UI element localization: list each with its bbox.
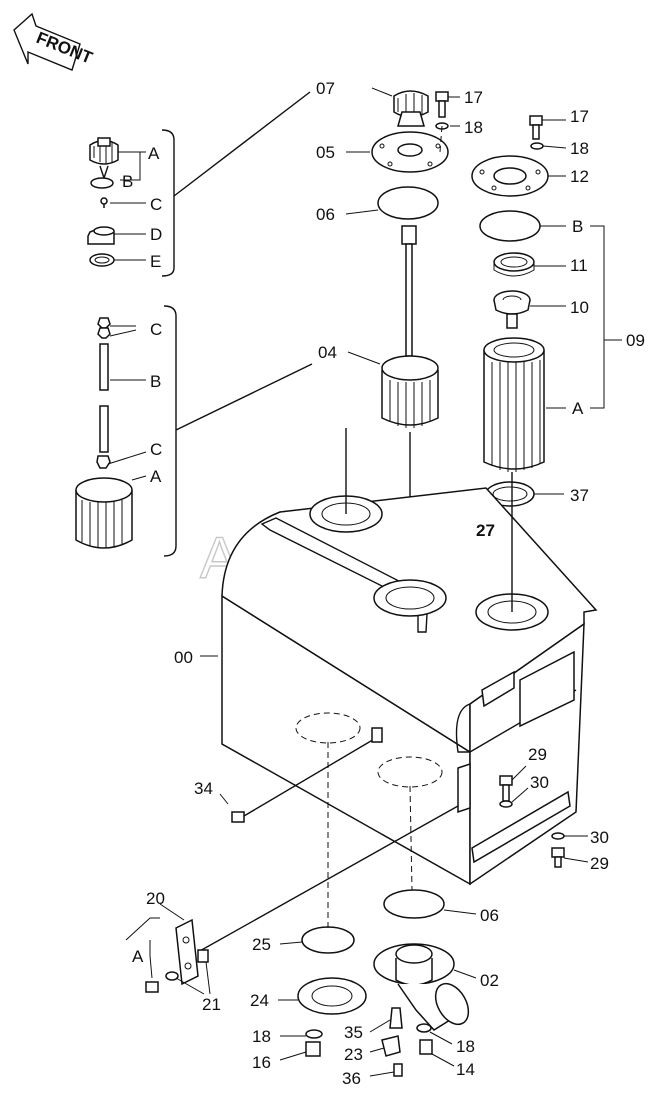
part-30-washer-lower [551, 832, 588, 840]
callout-30: 30 [530, 773, 549, 792]
callout-35: 35 [344, 1023, 363, 1042]
callout-11: 11 [570, 256, 588, 275]
callout-27: 27 [476, 521, 495, 540]
key-B: B [150, 372, 161, 391]
part-24-flange [278, 977, 367, 1015]
part-10-valve [493, 290, 566, 329]
callout-25: 25 [252, 935, 271, 954]
part-36-plug [369, 1063, 403, 1077]
key-A: A [150, 467, 162, 486]
key-C: C [150, 440, 162, 459]
key-C: C [150, 195, 162, 214]
part-B-gasket [479, 210, 566, 242]
key-E: E [150, 252, 161, 271]
callout-18: 18 [464, 118, 483, 137]
callout-17: 17 [464, 88, 483, 107]
callout-18: 18 [252, 1027, 271, 1046]
callout-labels: 07 17 18 17 18 12 05 06 B 11 10 09 04 A … [122, 79, 645, 1088]
part-21-washer-bolt [145, 949, 211, 995]
part-17-bolt-right [529, 115, 566, 140]
detail-07-breather [87, 91, 311, 277]
key-A: A [148, 144, 160, 163]
part-02-suction-pipe [373, 943, 477, 1031]
callout-06: 06 [480, 906, 499, 925]
callout-34: 34 [194, 779, 213, 798]
part-20-bracket [125, 805, 459, 986]
callout-12: 12 [570, 167, 589, 186]
part-35-fitting [369, 1007, 403, 1033]
callout-29: 29 [590, 854, 609, 873]
part-18-washer-bottom [280, 1029, 323, 1039]
front-label: FRONT [34, 28, 96, 68]
part-A-filter-element [483, 337, 566, 472]
callout-36: 36 [342, 1069, 361, 1088]
front-arrow: FRONT [13, 12, 96, 71]
part-00-hydraulic-tank [200, 428, 598, 886]
part-18-washer-top [435, 122, 460, 130]
callout-10: 10 [570, 298, 589, 317]
callout-14: 14 [456, 1060, 475, 1079]
callout-30: 30 [590, 828, 609, 847]
key-B: B [122, 172, 133, 191]
callout-23: 23 [344, 1045, 363, 1064]
callout-A: A [132, 947, 144, 966]
part-06-gasket-bottom [383, 785, 477, 919]
detail-04-strainer [75, 305, 313, 557]
part-23-cock [369, 1035, 401, 1057]
bracket-09 [590, 225, 622, 409]
part-25-cover [279, 742, 355, 954]
part-04-strainer [347, 225, 439, 600]
callout-07: 07 [316, 79, 335, 98]
key-C: C [150, 320, 162, 339]
callout-18: 18 [456, 1037, 475, 1056]
part-17-bolt-top [435, 91, 460, 118]
part-18-washer-right [530, 142, 567, 150]
part-18-washer-pipe [416, 1023, 453, 1045]
callout-16: 16 [252, 1053, 271, 1072]
callout-A: A [572, 399, 584, 418]
callout-06: 06 [316, 205, 335, 224]
callout-17: 17 [570, 107, 589, 126]
part-34-drain-plug [219, 727, 383, 823]
part-05-flange-plate [346, 125, 449, 173]
part-06-gasket-top [345, 186, 439, 220]
callout-37: 37 [570, 486, 589, 505]
callout-29: 29 [528, 745, 547, 764]
part-29-bolt-lower [551, 847, 589, 868]
callout-05: 05 [316, 143, 335, 162]
callout-09: 09 [626, 331, 645, 350]
part-11-seal-ring [493, 252, 566, 277]
callout-B: B [572, 217, 583, 236]
part-12-flange-cover [471, 155, 566, 197]
part-14-bolt [419, 1039, 455, 1067]
callout-00: 00 [174, 648, 193, 667]
key-D: D [150, 225, 162, 244]
part-16-bolt [279, 1041, 321, 1061]
callout-20: 20 [146, 889, 165, 908]
callout-04: 04 [318, 343, 337, 362]
callout-18: 18 [570, 139, 589, 158]
callout-24: 24 [250, 991, 269, 1010]
part-07-breather-cap [371, 87, 429, 127]
callout-21: 21 [202, 995, 221, 1014]
part-30-washer [499, 787, 529, 808]
callout-02: 02 [480, 971, 499, 990]
